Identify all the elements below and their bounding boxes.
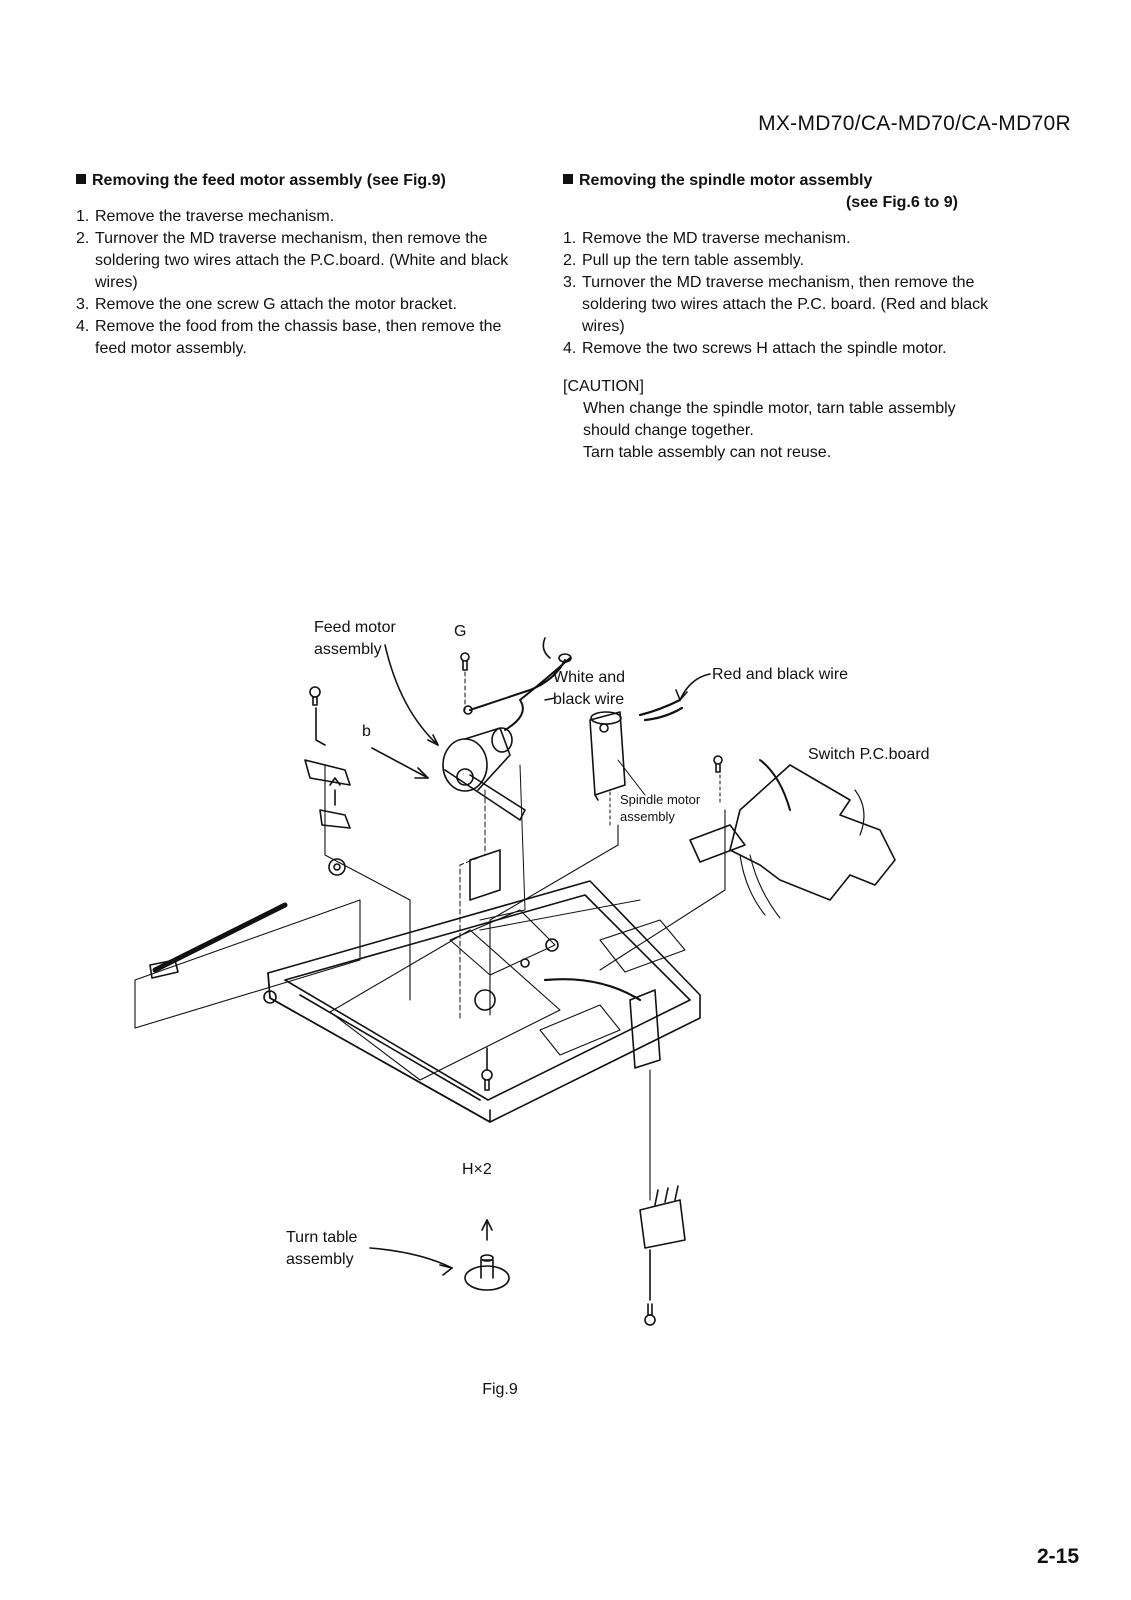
spindle-motor-steps: 1.Remove the MD traverse mechanism. 2.Pu… — [563, 228, 993, 360]
step-item: 4.Remove the two screws H attach the spi… — [563, 340, 947, 357]
caution-block: [CAUTION] When change the spindle motor,… — [563, 376, 993, 464]
white-black-wire-label: black wire — [553, 691, 625, 708]
model-header: MX-MD70/CA-MD70/CA-MD70R — [758, 112, 1071, 135]
step-item: 3.Turnover the MD traverse mechanism, th… — [563, 274, 989, 335]
spindle-motor — [489, 698, 684, 1016]
guide-line — [459, 789, 486, 1021]
feed-motor-heading: Removing the feed motor assembly (see Fi… — [76, 170, 536, 192]
feed-motor-steps: 1.Remove the traverse mechanism. 2.Turno… — [76, 206, 536, 360]
pointer-line — [679, 673, 711, 701]
step-item: 1.Remove the MD traverse mechanism. — [563, 230, 851, 247]
exploded-diagram: Feed motor assembly G White and black wi… — [0, 600, 1131, 1380]
caution-line: Tarn table assembly can not reuse. — [583, 444, 832, 461]
feed-motor-section: Removing the feed motor assembly (see Fi… — [76, 170, 536, 360]
step-item: 3.Remove the one screw G attach the moto… — [76, 296, 457, 313]
turn-table — [369, 1219, 510, 1291]
guide-line — [479, 764, 526, 921]
b-label: b — [362, 723, 371, 740]
figure-caption: Fig.9 — [482, 1381, 518, 1398]
pointer-line — [544, 697, 556, 701]
caution-line: When change the spindle motor, tarn tabl… — [583, 400, 956, 439]
red-black-wire-label: Red and black wire — [712, 666, 849, 683]
exploded-diagram-drawing — [134, 637, 896, 1326]
screw-g — [460, 652, 470, 711]
sled-shaft — [134, 858, 361, 1029]
switch-pcb — [599, 755, 896, 971]
switch-pcb-label: Switch P.C.board — [808, 746, 930, 763]
chassis-base — [263, 849, 701, 1123]
feed-motor-label: assembly — [314, 641, 382, 658]
step-item: 4.Remove the food from the chassis base,… — [76, 318, 502, 357]
page-number: 2-15 — [1036, 1545, 1079, 1568]
spindle-motor-label: Spindle motor — [620, 792, 701, 807]
feed-motor — [442, 637, 572, 821]
step-item: 2.Pull up the tern table assembly. — [563, 252, 805, 269]
arrowhead — [675, 689, 688, 701]
screw-g-label: G — [454, 623, 467, 640]
step-item: 1.Remove the traverse mechanism. — [76, 208, 335, 225]
spindle-motor-section: Removing the spindle motor assembly (see… — [563, 170, 993, 464]
square-bullet-icon — [76, 174, 86, 184]
white-black-wire-label: White and — [553, 669, 626, 686]
spindle-motor-heading: Removing the spindle motor assembly — [563, 170, 993, 192]
step-item: 2.Turnover the MD traverse mechanism, th… — [76, 230, 509, 291]
caution-title: [CAUTION] — [563, 378, 644, 395]
spindle-motor-heading-sub: (see Fig.6 to 9) — [845, 194, 958, 211]
hx2-label: H×2 — [462, 1161, 492, 1178]
turn-table-label: Turn table — [286, 1229, 358, 1246]
feed-motor-label: Feed motor — [314, 619, 396, 636]
arrow-b — [371, 644, 439, 779]
pointer-line — [617, 759, 646, 796]
turn-table-label: assembly — [286, 1251, 354, 1268]
left-bracket-parts — [304, 686, 411, 1001]
lower-switch — [639, 1069, 686, 1326]
square-bullet-icon — [563, 174, 573, 184]
spindle-motor-label: assembly — [620, 809, 675, 824]
screw-h — [481, 1047, 493, 1091]
